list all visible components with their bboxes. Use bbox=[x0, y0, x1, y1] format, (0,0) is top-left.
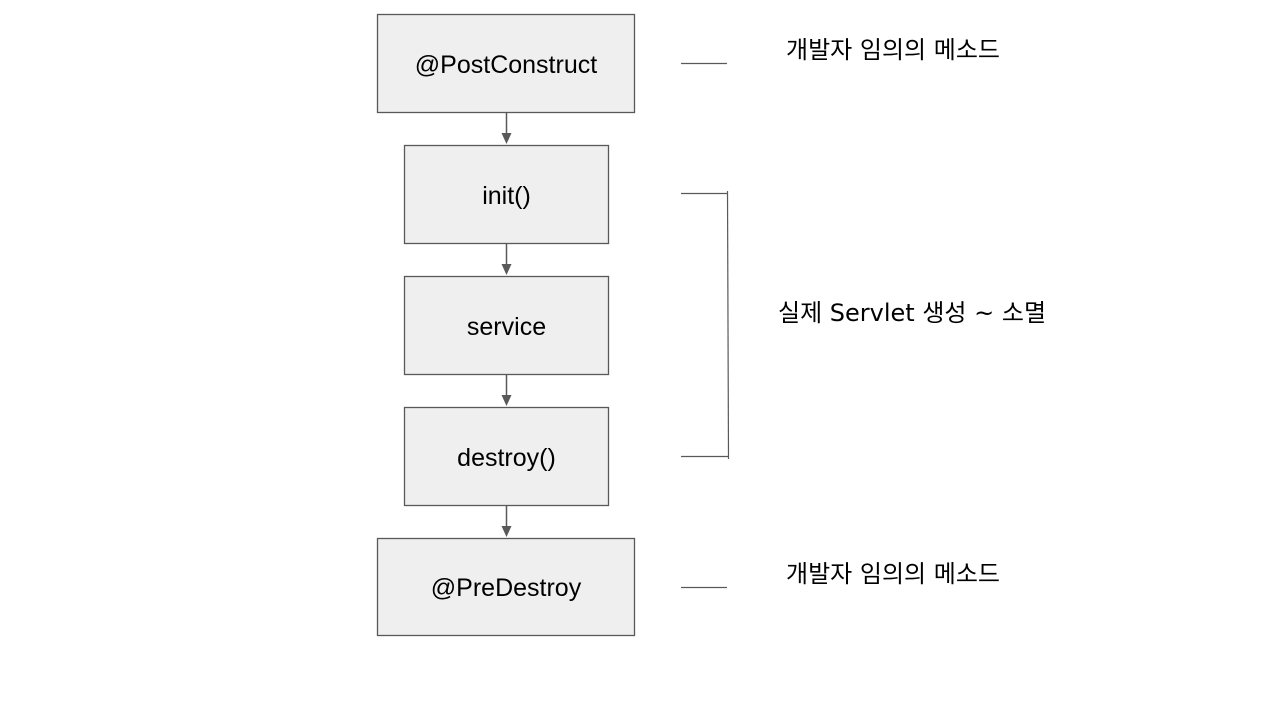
arrow-destroy-to-predestroy bbox=[501, 505, 512, 537]
arrow-init-to-service bbox=[501, 243, 512, 275]
servlet-lifecycle-note: 실제 Servlet 생성 ~ 소멸 bbox=[778, 299, 1046, 327]
arrow-postconstruct-to-init bbox=[501, 112, 512, 144]
servlet-lifecycle-bracket bbox=[681, 190, 730, 460]
pre-destroy-note: 개발자 임의의 메소드 bbox=[786, 560, 1000, 588]
pre-destroy-label: @PreDestroy bbox=[431, 574, 582, 602]
post-construct-box: @PostConstruct bbox=[376, 13, 636, 114]
destroy-label: destroy() bbox=[457, 444, 556, 472]
init-label: init() bbox=[482, 182, 531, 210]
service-label: service bbox=[467, 313, 546, 341]
service-box: service bbox=[403, 275, 610, 376]
init-box: init() bbox=[403, 144, 610, 245]
pre-destroy-box: @PreDestroy bbox=[376, 537, 636, 637]
post-construct-label: @PostConstruct bbox=[415, 51, 597, 79]
arrow-service-to-destroy bbox=[501, 374, 512, 406]
post-construct-note: 개발자 임의의 메소드 bbox=[786, 36, 1000, 64]
destroy-box: destroy() bbox=[403, 406, 610, 507]
